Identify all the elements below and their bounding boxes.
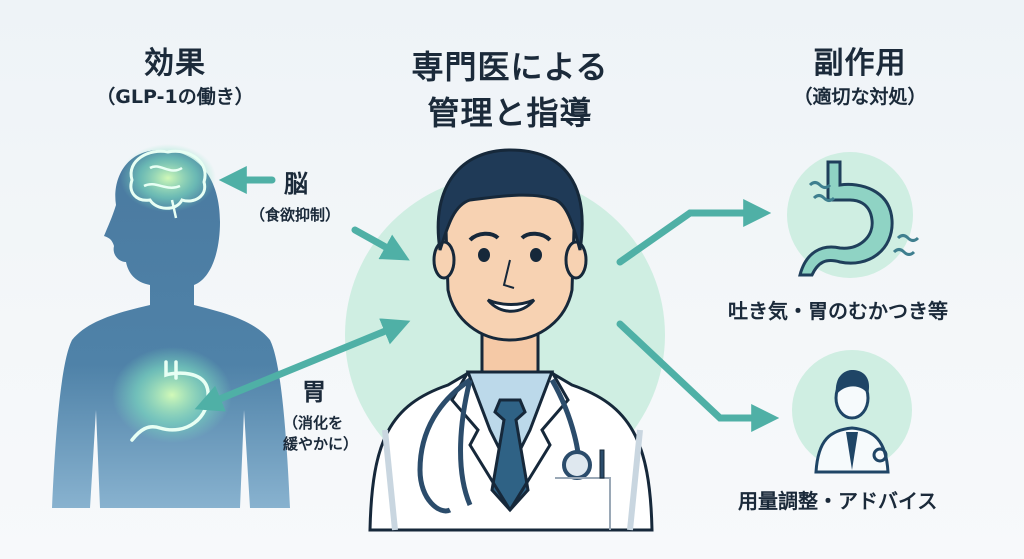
management-title-line2: 管理と指導	[427, 94, 593, 132]
side-effects-section-header: 副作用 （適切な対処）	[740, 38, 980, 109]
human-silhouette	[52, 150, 290, 508]
brain-label-group: 脳	[284, 164, 308, 199]
adjustment-caption: 用量調整・アドバイス	[738, 489, 938, 513]
arrow-to-side-effect	[616, 199, 772, 266]
effect-subtitle: （GLP-1の働き）	[96, 86, 254, 108]
management-title-line1: 専門医による	[411, 48, 609, 86]
stomach-description-line2: 緩やかに）	[283, 435, 359, 453]
doctor-avatar-icon	[792, 350, 912, 474]
flow-arrows	[194, 166, 780, 432]
stomach-label: 胃	[302, 378, 326, 406]
side-effects-title: 副作用	[813, 46, 907, 81]
side-effects-subtitle: （適切な対処）	[793, 86, 927, 108]
brain-label: 脳	[284, 170, 308, 198]
nausea-caption: 吐き気・胃のむかつき等	[728, 299, 948, 323]
stomach-icon	[112, 347, 232, 443]
stomach-description-line1: （消化を	[283, 414, 344, 432]
effect-title: 効果	[144, 46, 206, 81]
effect-section-header: 効果 （GLP-1の働き）	[60, 38, 290, 109]
nausea-stomach-icon	[787, 152, 920, 278]
management-section-header: 専門医による 管理と指導	[360, 42, 660, 134]
doctor-illustration	[368, 148, 654, 532]
arrow-brain-to-doctor	[351, 226, 410, 261]
brain-description: （食欲抑制）	[250, 206, 341, 224]
arrow-stomach-doctor	[194, 318, 411, 412]
brain-icon	[120, 144, 216, 219]
arrow-to-adjustment	[616, 320, 780, 432]
